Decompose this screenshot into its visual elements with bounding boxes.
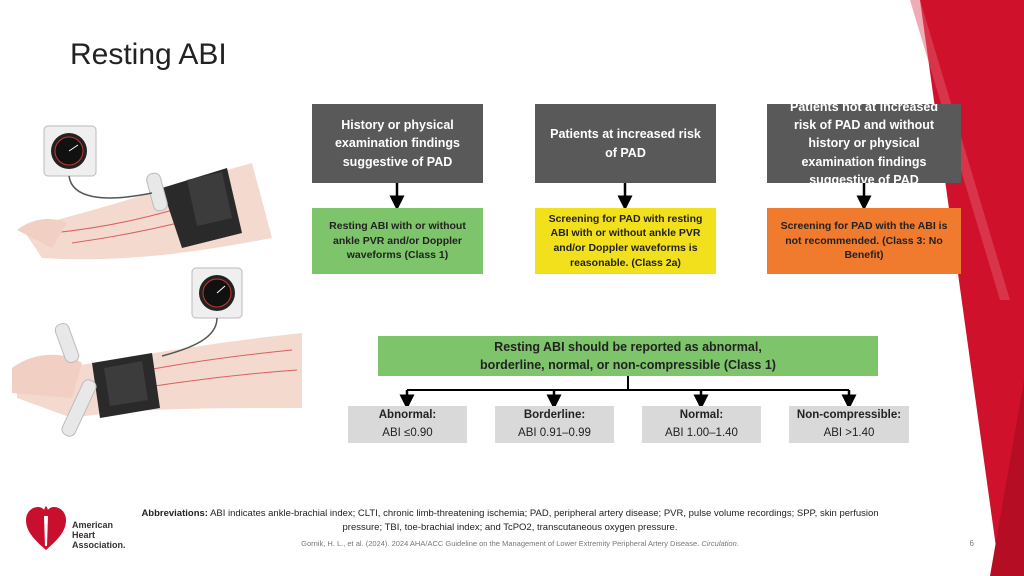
category-value: ABI 0.91–0.99 [518,426,591,439]
category-normal: Normal: ABI 1.00–1.40 [642,406,761,443]
logo-line2: Heart [72,529,96,540]
logo-line3: Association. [72,539,126,550]
category-value: ABI >1.40 [823,426,875,439]
aha-heart-torch-icon [26,506,66,550]
category-label: Abnormal: [378,409,437,422]
not-increased-risk-box: Patients not at increased risk of PAD an… [767,104,961,183]
citation-journal: Circulation [701,539,737,548]
category-value: ABI 1.00–1.40 [665,426,738,439]
recommendation-class2a-box: Screening for PAD with resting ABI with … [535,208,716,274]
aha-logo-text: American Heart Association. [72,520,126,551]
recommendation-class3-box: Screening for PAD with the ABI is not re… [767,208,961,274]
category-label: Non-compressible: [796,409,902,422]
report-box: Resting ABI should be reported as abnorm… [378,336,878,376]
category-abnormal: Abnormal: ABI ≤0.90 [348,406,467,443]
increased-risk-box: Patients at increased risk of PAD [535,104,716,183]
category-non-compressible: Non-compressible: ABI >1.40 [789,406,909,443]
citation: Gornik, H. L., et al. (2024). 2024 AHA/A… [200,539,840,548]
citation-end: . [736,539,739,548]
recommendation-class1-box: Resting ABI with or without ankle PVR an… [312,208,483,274]
abi-measurement-illustration [12,125,302,437]
abbreviations: Abbreviations: ABI indicates ankle-brach… [140,507,880,536]
category-label: Normal: [679,409,724,422]
category-value: ABI ≤0.90 [382,426,433,439]
category-borderline: Borderline: ABI 0.91–0.99 [495,406,614,443]
citation-text: Gornik, H. L., et al. (2024). 2024 AHA/A… [301,539,700,548]
page-number: 6 [969,539,974,548]
abbreviations-label: Abbreviations: [141,508,208,519]
abbreviations-text: ABI indicates ankle-brachial index; CLTI… [207,508,879,534]
category-label: Borderline: [523,409,586,422]
logo-line1: American [72,520,114,530]
page-title: Resting ABI [70,38,227,71]
history-box: History or physical examination findings… [312,104,483,183]
